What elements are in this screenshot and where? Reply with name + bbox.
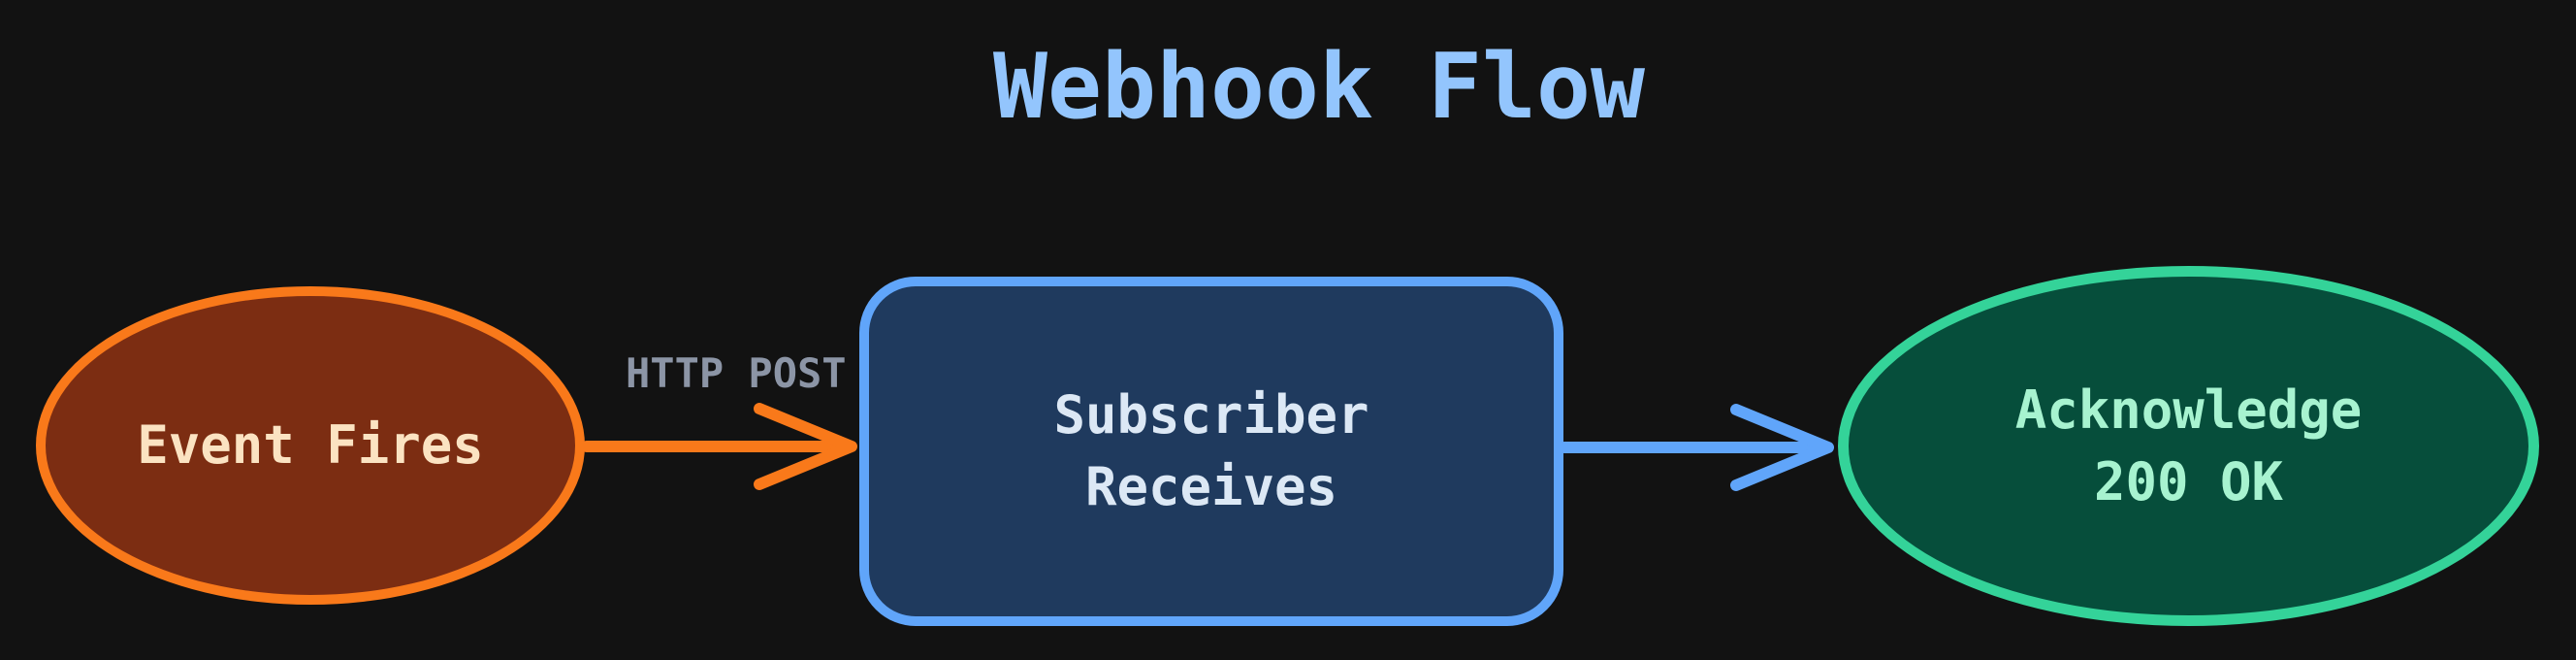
node-subscriber-label-line2: Receives [1084,456,1338,517]
edge-subscriber-to-acknowledge [1559,404,1834,491]
node-event-fires-label: Event Fires [137,414,484,476]
arrowhead-icon [754,403,857,490]
diagram-title: Webhook Flow [993,34,1645,139]
edge-event-to-subscriber [581,403,857,490]
node-subscriber-label-line1: Subscriber [1053,384,1369,446]
node-subscriber-receives: Subscriber Receives [859,277,1563,626]
edge-label-http-post: HTTP POST [626,349,847,397]
node-acknowledge-200-ok: Acknowledge 200 OK [1838,266,2539,626]
node-event-fires: Event Fires [36,286,585,605]
arrowhead-icon [1730,404,1834,491]
node-acknowledge-label-line1: Acknowledge [2014,379,2363,441]
node-acknowledge-label-line2: 200 OK [2093,450,2284,512]
